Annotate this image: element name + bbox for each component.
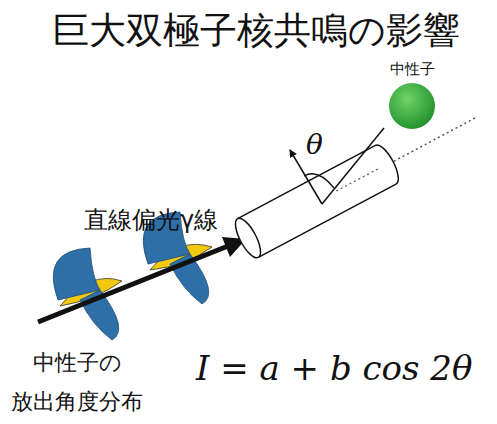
angle-arc bbox=[304, 174, 334, 188]
gamma-beam bbox=[38, 246, 228, 322]
beam-label: 直線偏光γ線 bbox=[84, 204, 218, 236]
title: 巨大双極子核共鳴の影響 bbox=[52, 6, 460, 56]
angle-symbol: θ bbox=[306, 128, 323, 161]
emission-line bbox=[322, 128, 384, 204]
formula: I = a + b cos 2θ bbox=[196, 348, 472, 388]
distribution-label: 中性子の 放出角度分布 bbox=[4, 344, 150, 421]
neutron-ball bbox=[380, 79, 444, 133]
neutron: 中性子 bbox=[380, 60, 444, 133]
beam-axis bbox=[385, 118, 475, 166]
node-label: 中性子 bbox=[380, 60, 444, 79]
